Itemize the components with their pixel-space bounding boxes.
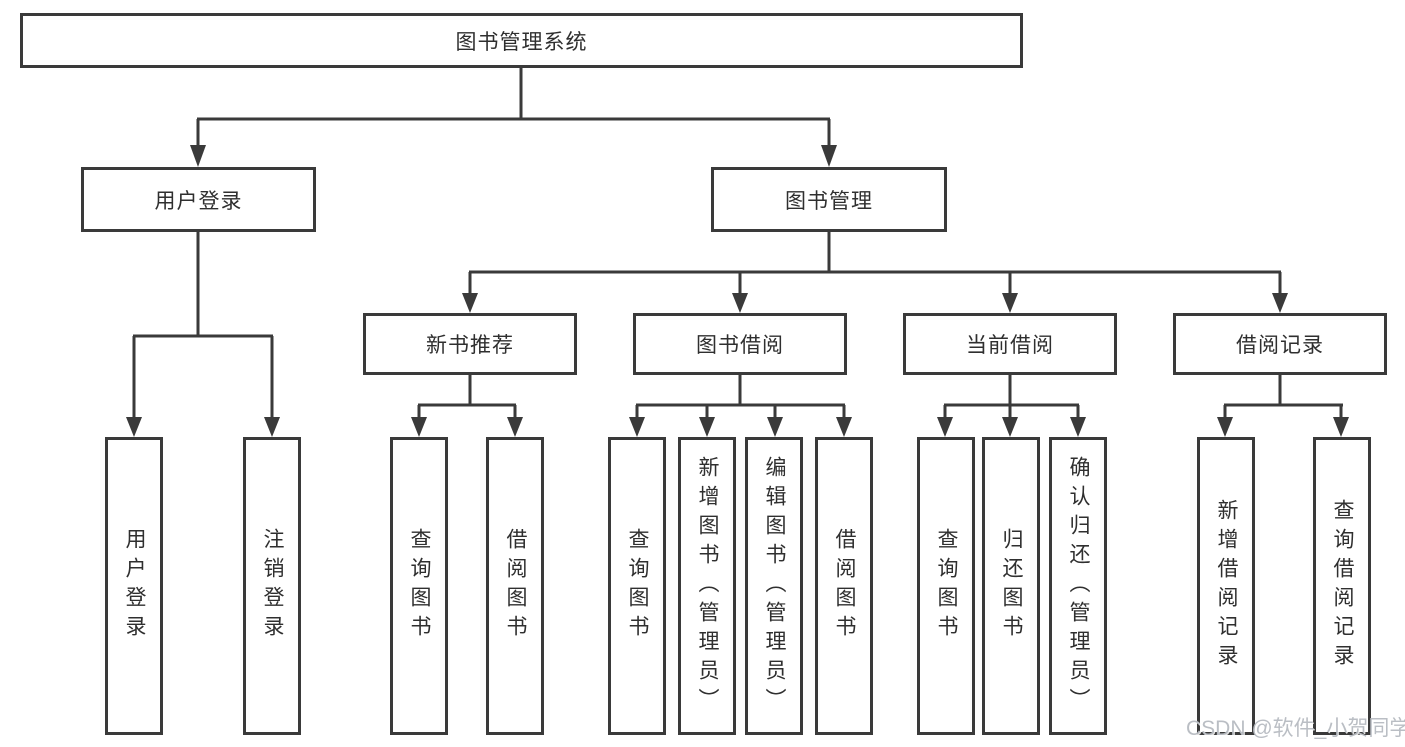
csdn-watermark: CSDN @软件_小贺同学	[1186, 717, 1405, 740]
node-label: 确认归还（管理员）	[1067, 455, 1090, 717]
node-label: 图书管理	[785, 189, 873, 213]
leaf-borrow-books-recommend: 借阅图书	[486, 437, 544, 735]
node-label: 注销登录	[261, 528, 284, 644]
node-label: 归还图书	[1000, 528, 1023, 644]
node-label: 查询图书	[626, 528, 649, 644]
node-book-management: 图书管理	[711, 167, 947, 232]
leaf-user-login: 用户登录	[105, 437, 163, 735]
leaf-query-borrow-record: 查询借阅记录	[1313, 437, 1371, 735]
node-label: 图书管理系统	[455, 30, 588, 54]
node-label: 用户登录	[123, 528, 146, 644]
leaf-query-books-current: 查询图书	[917, 437, 975, 735]
node-label: 借阅图书	[833, 528, 856, 644]
node-label: 查询借阅记录	[1331, 499, 1354, 673]
node-label: 查询图书	[935, 528, 958, 644]
leaf-add-books-admin: 新增图书（管理员）	[678, 437, 736, 735]
node-library-management-system: 图书管理系统	[20, 13, 1023, 68]
node-new-book-recommend: 新书推荐	[363, 313, 577, 375]
node-label: 编辑图书（管理员）	[763, 455, 786, 717]
leaf-confirm-return-admin: 确认归还（管理员）	[1049, 437, 1107, 735]
node-user-login: 用户登录	[81, 167, 316, 232]
node-current-borrow: 当前借阅	[903, 313, 1117, 375]
node-book-borrow: 图书借阅	[633, 313, 847, 375]
leaf-return-books: 归还图书	[982, 437, 1040, 735]
leaf-add-borrow-record: 新增借阅记录	[1197, 437, 1255, 735]
node-label: 图书借阅	[696, 334, 784, 357]
leaf-query-books-recommend: 查询图书	[390, 437, 448, 735]
node-label: 借阅图书	[504, 528, 527, 644]
leaf-borrow-books: 借阅图书	[815, 437, 873, 735]
leaf-logout-login: 注销登录	[243, 437, 301, 735]
node-label: 查询图书	[408, 528, 431, 644]
leaf-edit-books-admin: 编辑图书（管理员）	[745, 437, 803, 735]
node-label: 新增图书（管理员）	[696, 455, 719, 717]
node-label: 新书推荐	[426, 334, 514, 357]
node-borrow-records: 借阅记录	[1173, 313, 1387, 375]
node-label: 当前借阅	[966, 334, 1054, 357]
leaf-query-books-borrow: 查询图书	[608, 437, 666, 735]
node-label: 新增借阅记录	[1215, 499, 1238, 673]
node-label: 用户登录	[154, 189, 243, 213]
node-label: 借阅记录	[1236, 334, 1324, 357]
